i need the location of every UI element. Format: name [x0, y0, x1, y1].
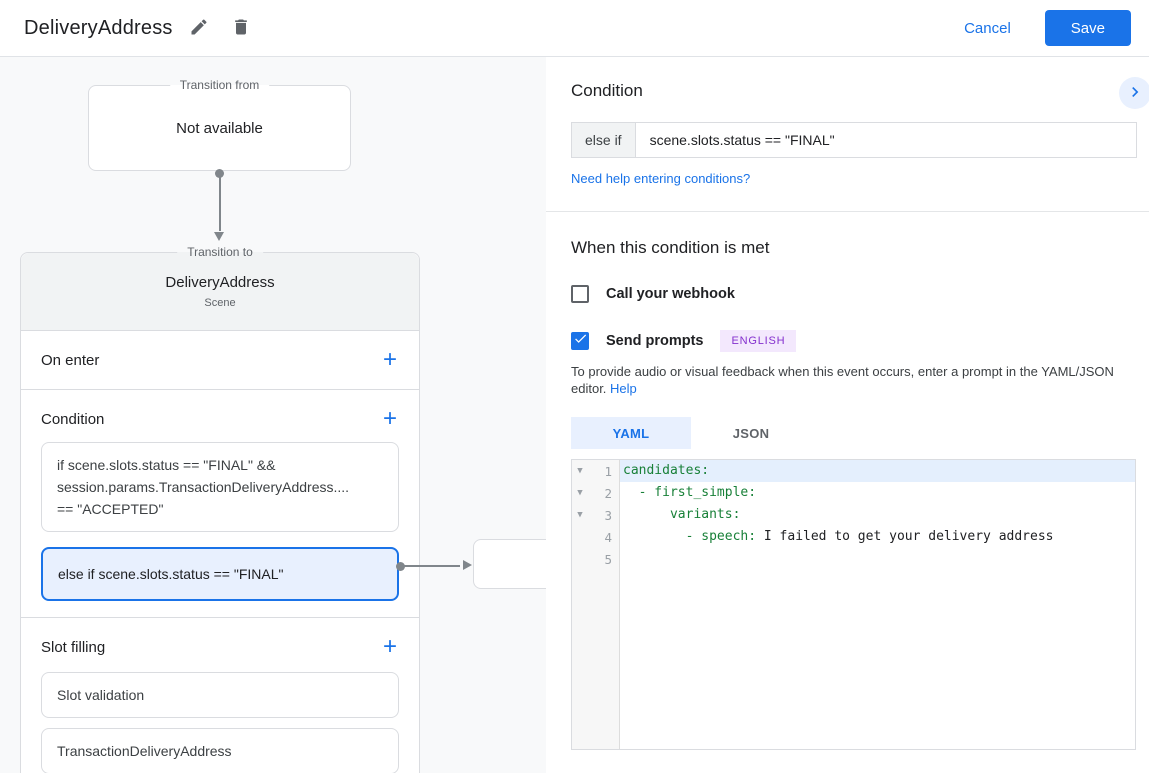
- collapse-panel-button[interactable]: [1119, 77, 1149, 109]
- condition-card-if[interactable]: if scene.slots.status == "FINAL" && sess…: [41, 442, 399, 532]
- trash-icon: [231, 17, 251, 40]
- edit-title-button[interactable]: [183, 11, 215, 46]
- add-condition-button[interactable]: +: [382, 405, 397, 432]
- pencil-icon: [189, 17, 209, 40]
- line-number: 2: [604, 485, 612, 501]
- code-line-1: candidates:: [620, 460, 1135, 482]
- cancel-button[interactable]: Cancel: [964, 19, 1011, 37]
- conditions-help-link[interactable]: Need help entering conditions?: [571, 171, 751, 186]
- call-webhook-checkbox[interactable]: [571, 285, 589, 303]
- else-if-transition-connector: [396, 560, 472, 572]
- else-if-condition-line: else if scene.slots.status == "FINAL": [58, 566, 284, 582]
- tab-json[interactable]: JSON: [732, 425, 770, 441]
- connector-line: [218, 175, 221, 231]
- scene-card: Transition to DeliveryAddress Scene On e…: [20, 245, 420, 773]
- slot-card-validation[interactable]: Slot validation: [41, 672, 399, 718]
- line-number: 1: [604, 463, 612, 479]
- connector-dot: [215, 169, 224, 178]
- panel-divider: [546, 211, 1149, 212]
- slot-filling-section: Slot filling + Slot validation Transacti…: [21, 618, 419, 773]
- code-line-5: [620, 548, 1135, 570]
- transition-from-value: Not available: [176, 119, 263, 137]
- yaml-code-editor[interactable]: ▼ 1 ▼ 2 ▼ 3 4 5 candidates: - first_simple:…: [571, 459, 1136, 750]
- on-enter-section: On enter +: [21, 331, 419, 390]
- connector-arrowhead: [463, 560, 472, 570]
- yaml-key: - first_simple:: [623, 485, 757, 500]
- slot-card-transaction-delivery-address[interactable]: TransactionDeliveryAddress: [41, 728, 399, 773]
- yaml-key: variants:: [623, 507, 741, 522]
- send-prompts-row: Send prompts ENGLISH: [571, 330, 1137, 352]
- add-on-enter-button[interactable]: +: [382, 346, 397, 373]
- app-bar: DeliveryAddress Cancel Save: [0, 0, 1149, 57]
- scene-type-label: Scene: [204, 297, 236, 309]
- check-icon: [573, 331, 588, 351]
- code-line-2: - first_simple:: [620, 482, 1135, 504]
- connector-line: [402, 565, 460, 567]
- on-enter-label: On enter: [41, 351, 100, 369]
- fold-arrow-icon[interactable]: ▼: [577, 510, 583, 520]
- scene-card-header: DeliveryAddress Scene: [21, 253, 419, 331]
- prompt-description: To provide audio or visual feedback when…: [571, 363, 1133, 397]
- connector-dot: [396, 561, 405, 571]
- prompt-help-link[interactable]: Help: [610, 381, 637, 396]
- chevron-right-icon: [1125, 82, 1145, 105]
- transition-to-legend: Transition to: [177, 245, 263, 259]
- fold-arrow-icon[interactable]: ▼: [577, 466, 583, 476]
- webhook-row: Call your webhook: [571, 285, 1137, 303]
- condition-section-label: Condition: [41, 410, 105, 428]
- condition-section: Condition + if scene.slots.status == "FI…: [21, 390, 419, 618]
- delete-scene-button[interactable]: [225, 11, 257, 46]
- transition-down-connector: [214, 169, 224, 241]
- condition-expression-input[interactable]: scene.slots.status == "FINAL": [649, 132, 835, 148]
- line-number: 3: [604, 507, 612, 523]
- tab-yaml[interactable]: YAML: [571, 417, 691, 449]
- if-condition-line: if scene.slots.status == "FINAL" &&: [57, 457, 276, 473]
- code-line-4: - speech: I failed to get your delivery …: [620, 526, 1135, 548]
- yaml-key: candidates:: [623, 463, 710, 478]
- save-button[interactable]: Save: [1044, 10, 1131, 46]
- line-number: 5: [604, 551, 612, 567]
- if-condition-line: == "ACCEPTED": [57, 501, 164, 517]
- condition-input: else if scene.slots.status == "FINAL": [571, 122, 1137, 158]
- slot-filling-label: Slot filling: [41, 638, 106, 656]
- scene-name: DeliveryAddress: [165, 274, 275, 291]
- page-title: DeliveryAddress: [24, 16, 173, 39]
- condition-card-else-if[interactable]: else if scene.slots.status == "FINAL": [41, 547, 399, 601]
- prompt-description-text: To provide audio or visual feedback when…: [571, 364, 1114, 396]
- if-condition-line: session.params.TransactionDeliveryAddres…: [57, 479, 350, 495]
- editor-format-tabs: YAML JSON: [571, 417, 1137, 449]
- panel-title: Condition: [571, 81, 643, 100]
- editor-code-area[interactable]: candidates: - first_simple: variants: - …: [620, 460, 1135, 749]
- call-webhook-label: Call your webhook: [606, 286, 735, 302]
- send-prompts-checkbox[interactable]: [571, 332, 589, 350]
- transition-target-box[interactable]: [473, 539, 546, 589]
- when-condition-met-title: When this condition is met: [571, 238, 770, 257]
- condition-detail-panel: Condition else if scene.slots.status == …: [546, 57, 1149, 773]
- yaml-value: I failed to get your delivery address: [756, 529, 1054, 544]
- fold-arrow-icon[interactable]: ▼: [577, 488, 583, 498]
- send-prompts-label: Send prompts: [606, 333, 704, 349]
- transition-from-legend: Transition from: [169, 78, 270, 92]
- editor-gutter: ▼ 1 ▼ 2 ▼ 3 4 5: [572, 460, 620, 749]
- condition-prefix-label: else if: [572, 123, 636, 157]
- line-number: 4: [604, 529, 612, 545]
- add-slot-button[interactable]: +: [382, 633, 397, 660]
- language-badge[interactable]: ENGLISH: [720, 330, 797, 352]
- scene-graph-canvas[interactable]: Transition from Not available Transition…: [0, 57, 546, 773]
- connector-arrowhead: [214, 232, 224, 241]
- transition-from-box: Transition from Not available: [88, 78, 351, 171]
- code-line-3: variants:: [620, 504, 1135, 526]
- yaml-key: - speech:: [623, 529, 757, 544]
